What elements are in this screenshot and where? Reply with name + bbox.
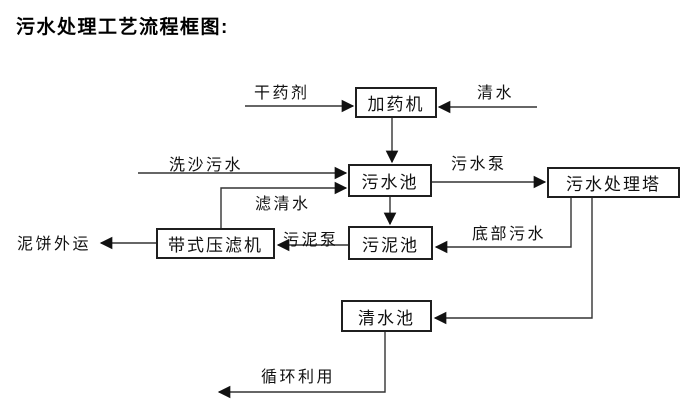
node-sewage-treatment-tower-label: 污水处理塔 — [566, 175, 661, 194]
edge-tower-bottom-sewage-to-sludge-pool — [434, 198, 572, 254]
node-belt-filter-press: 带式压滤机 — [156, 228, 275, 259]
flow-label-dry-chemical: 干药剂 — [254, 85, 310, 102]
flow-label-recycling-use: 循环利用 — [261, 369, 336, 386]
node-dosing-machine: 加药机 — [355, 87, 437, 118]
node-clean-water-pool-label: 清水池 — [358, 308, 415, 328]
node-sludge-pool-label: 污泥池 — [362, 235, 419, 255]
edge-tower-to-clean-pool — [433, 198, 593, 325]
edge-clean-pool-to-recycling — [217, 332, 386, 399]
node-dosing-machine-label: 加药机 — [367, 95, 425, 114]
node-sludge-pool: 污泥池 — [348, 226, 433, 260]
flow-label-clean-water: 清水 — [477, 85, 515, 102]
page-title: 污水处理工艺流程框图: — [16, 17, 229, 38]
edge-filtered-water-to-sewage-pool — [220, 181, 348, 228]
flow-label-sludge-pump: 污泥泵 — [283, 232, 339, 249]
flow-label-sand-washing-sewage: 洗沙污水 — [169, 157, 244, 174]
node-belt-filter-press-label: 带式压滤机 — [168, 236, 263, 255]
flow-label-mud-cake-outbound: 泥饼外运 — [17, 236, 92, 253]
flow-label-bottom-sewage: 底部污水 — [472, 226, 547, 243]
node-clean-water-pool: 清水池 — [341, 300, 432, 332]
flow-label-filtered-water: 滤清水 — [255, 196, 311, 213]
node-sewage-pool-label: 污水池 — [361, 173, 419, 192]
flow-label-sewage-pump: 污水泵 — [451, 156, 507, 173]
node-sewage-pool: 污水池 — [348, 164, 432, 197]
node-sewage-treatment-tower: 污水处理塔 — [547, 167, 680, 198]
